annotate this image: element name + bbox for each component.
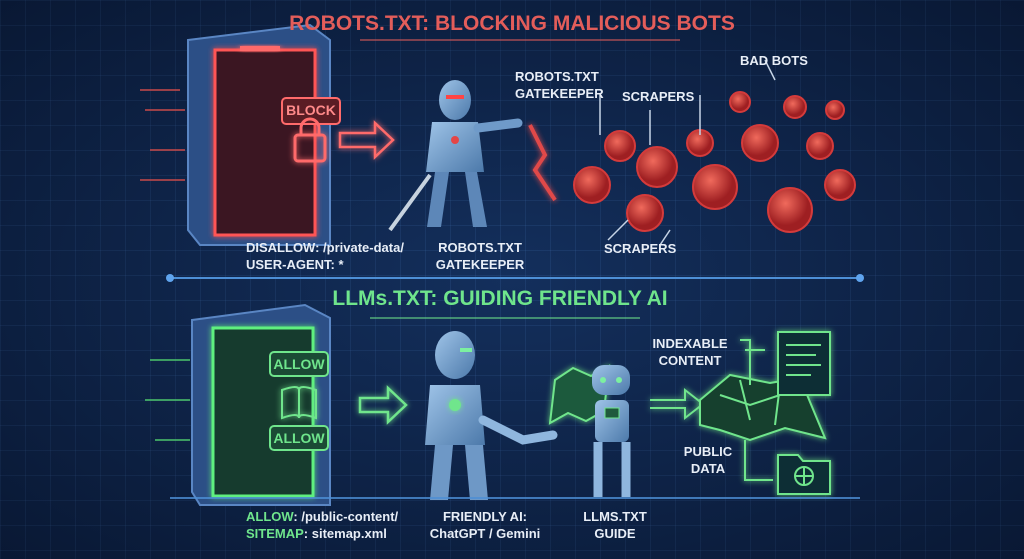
block-sign: BLOCK [286,102,336,118]
gatekeeper-caption: ROBOTS.TXT GATEKEEPER [430,239,530,273]
callout-line: GATEKEEPER [515,86,604,101]
allow-door [145,303,331,506]
rule-disallow: DISALLOW: /private-data/ [246,240,404,255]
friendly-ai-robot [425,331,558,500]
callout-line: INDEXABLE [652,336,728,351]
indexable-content-callout: INDEXABLE CONTENT [650,335,730,369]
bad-bots-callout: BAD BOTS [740,53,808,68]
robots-section-title: ROBOTS.TXT: BLOCKING MALICIOUS BOTS [289,12,735,35]
rule-user-agent: USER-AGENT: * [246,257,344,272]
caption-line: FRIENDLY AI: [442,509,528,524]
rule-allow: ALLOW: /public-content/ [246,508,398,525]
section-divider [166,274,864,282]
callout-line: PUBLIC [683,444,733,459]
caption-line: ROBOTS.TXT [438,240,522,255]
allow-sign-top: ALLOW [273,356,325,372]
caption-line: LLMS.TXT [583,509,647,524]
gatekeeper-callout: ROBOTS.TXT GATEKEEPER [515,68,604,102]
robots-rules: DISALLOW: /private-data/ USER-AGENT: * [246,239,404,273]
callout-line: ROBOTS.TXT [515,69,599,84]
allow-sign-bottom: ALLOW [273,430,325,446]
rule-value: : /public-content/ [293,509,399,524]
green-arrow [358,385,408,425]
llms-section-title: LLMs.TXT: GUIDING FRIENDLY AI [332,287,668,310]
bad-bots-swarm [573,59,856,246]
rule-key: SITEMAP [246,526,304,541]
rule-key: ALLOW [246,509,294,524]
rule-value: : sitemap.xml [303,526,387,541]
caption-line: GUIDE [594,526,636,541]
gatekeeper-robot [388,80,557,232]
rule-sitemap: SITEMAP: sitemap.xml [246,525,398,542]
callout-line: CONTENT [658,353,722,368]
caption-line: ChatGPT / Gemini [429,526,541,541]
sitemap-map [650,331,831,495]
scrapers-callout: SCRAPERS [622,89,695,104]
callout-line: DATA [690,461,726,476]
red-arrow [338,120,395,160]
llms-guide-robot [592,365,631,497]
scrapers-caption: SCRAPERS [604,241,677,256]
caption-line: GATEKEEPER [435,257,525,272]
friendly-ai-caption: FRIENDLY AI: ChatGPT / Gemini [420,508,550,542]
block-door [140,23,341,246]
llms-guide-caption: LLMS.TXT GUIDE [575,508,655,542]
public-data-callout: PUBLIC DATA [680,443,736,477]
llms-rules: ALLOW: /public-content/ SITEMAP: sitemap… [246,508,398,542]
